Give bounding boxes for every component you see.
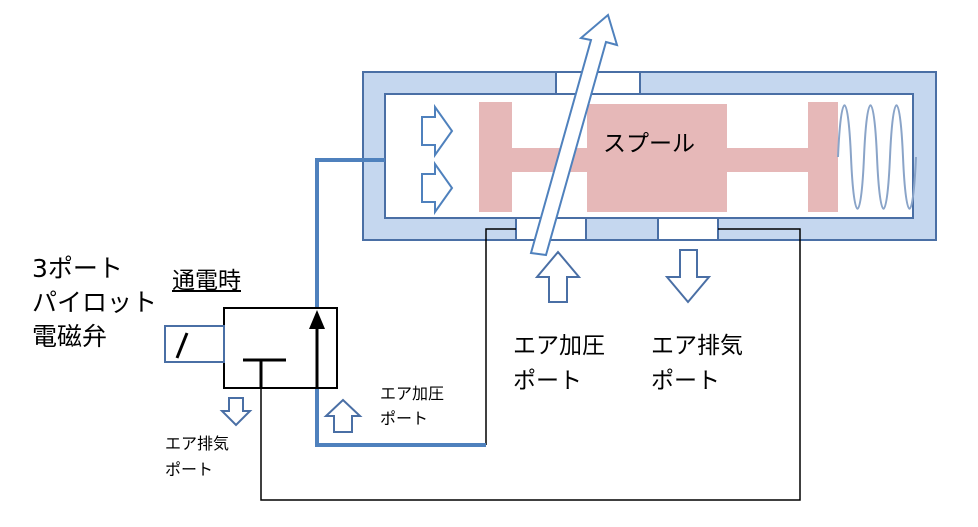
air-supply-arrow	[534, 250, 582, 303]
pilot-exhaust-port-label-line2: ポート	[165, 460, 214, 479]
spring	[837, 104, 917, 210]
air-exhaust-arrow	[664, 249, 712, 304]
supply-line	[485, 228, 516, 445]
pilot-pressure-arrow-upper	[421, 103, 454, 159]
valve-label-line3: 電磁弁	[32, 322, 108, 351]
pilot-pressure-arrow-lower	[421, 160, 454, 216]
spool	[479, 102, 838, 212]
flow-arrow-head	[309, 310, 325, 329]
exhaust-port-opening	[657, 217, 719, 241]
air-exhaust-port-label-line2: ポート	[651, 368, 720, 394]
pilot-supply-arrow	[323, 398, 363, 433]
pilot-line	[315, 158, 486, 447]
solenoid-coil	[164, 325, 225, 363]
air-supply-port-label-line2: ポート	[513, 368, 582, 394]
pilot-exhaust-arrow	[219, 397, 253, 427]
air-supply-port-label-line1: エア加圧	[513, 333, 605, 359]
spool-label: スプール	[603, 131, 695, 157]
solenoid-coil-mark	[175, 332, 189, 359]
energized-state-label: 通電時	[172, 268, 241, 294]
pilot-exhaust-port-label-line1: エア排気	[165, 434, 230, 453]
valve-label-line1: 3ポート	[32, 254, 123, 283]
return-line	[260, 228, 801, 501]
diagonal-flow-arrow	[529, 13, 619, 257]
pilot-supply-port-label-line1: エア加圧	[380, 384, 445, 403]
air-exhaust-port-label-line1: エア排気	[651, 333, 743, 359]
valve-label-line2: パイロット	[32, 288, 158, 317]
pilot-supply-port-label-line2: ポート	[380, 409, 429, 428]
top-exhaust-port-opening	[555, 71, 641, 95]
